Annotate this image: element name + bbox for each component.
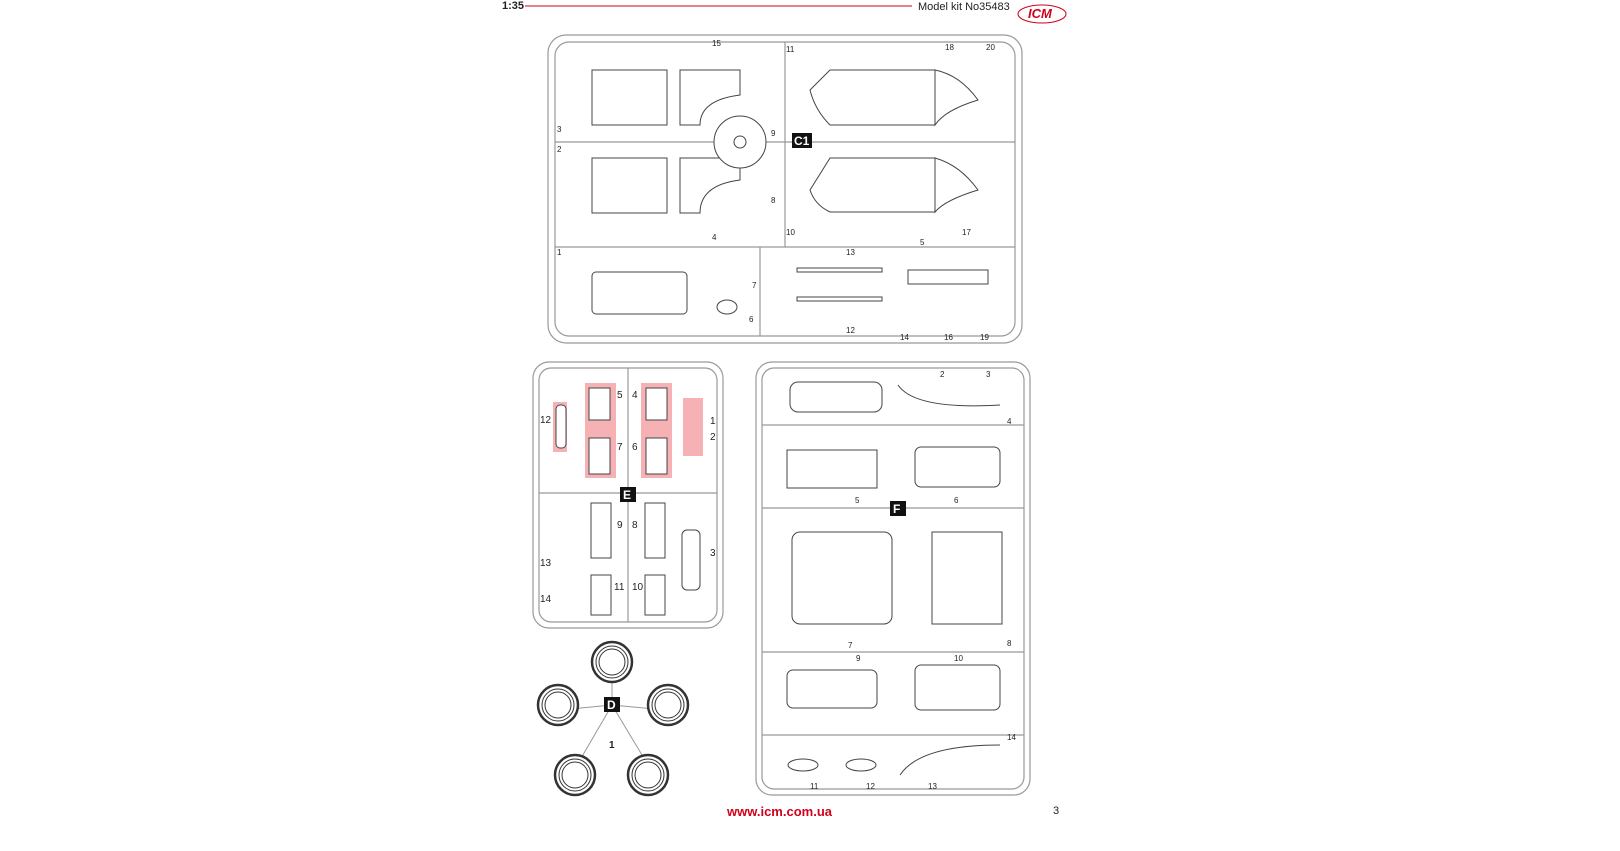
part-number: 9 [617, 520, 623, 531]
part-number: 5 [920, 238, 925, 247]
part-number: 3 [710, 548, 716, 559]
sprue-d-label: D [607, 698, 616, 712]
part-number: 5 [617, 390, 623, 401]
part-number: 13 [928, 782, 937, 791]
wheel-part [646, 683, 690, 727]
part-number: 19 [980, 333, 989, 342]
part-number: 17 [962, 228, 971, 237]
part-number: 8 [632, 520, 638, 531]
part-number: 2 [710, 432, 716, 443]
model-number: Model kit No35483 [918, 1, 1010, 13]
part-number: 16 [944, 333, 953, 342]
part-number: 9 [771, 129, 776, 138]
part-number: 7 [617, 442, 623, 453]
wheel-part [544, 691, 572, 719]
part-number: 3 [557, 125, 562, 134]
part-number: 4 [1007, 417, 1012, 426]
part-number: 2 [940, 370, 945, 379]
part-number: 20 [986, 43, 995, 52]
wheel-part [541, 688, 575, 722]
part-number: 2 [557, 145, 562, 154]
wheel-part [536, 683, 580, 727]
part-number: 12 [540, 415, 552, 426]
wheel-part [626, 753, 670, 797]
wheel-part [654, 691, 682, 719]
sprue-f: F 2 3 4 5 6 7 8 9 10 11 12 13 14 [755, 361, 1031, 796]
part-number: 5 [855, 496, 860, 505]
part-number: 4 [712, 233, 717, 242]
wheel-part [598, 648, 626, 676]
part-number: 7 [848, 641, 853, 650]
part-number: 14 [1007, 733, 1016, 742]
part-number: 1 [710, 416, 716, 427]
part-number: 8 [1007, 639, 1012, 648]
page-number: 3 [1053, 805, 1059, 817]
part-number: 18 [945, 43, 954, 52]
wheel-part [651, 688, 685, 722]
sprue-e-label: E [623, 488, 631, 502]
part-number: 7 [752, 281, 757, 290]
part-number: 1 [557, 248, 562, 257]
part-number: 14 [900, 333, 909, 342]
sprue-f-label: F [893, 502, 900, 516]
wheel-part [561, 761, 589, 789]
part-number: 3 [986, 370, 991, 379]
wheel-part [634, 761, 662, 789]
part-number: 12 [866, 782, 875, 791]
part-number: 14 [540, 594, 552, 605]
part-number: 11 [614, 582, 625, 593]
part-number: 11 [786, 45, 795, 54]
sprue-c1-label: C1 [794, 134, 810, 148]
wheel-part [590, 640, 634, 684]
part-number: 6 [749, 315, 754, 324]
part-number: 13 [846, 248, 855, 257]
part-number: 10 [632, 582, 644, 593]
part-number: 15 [712, 39, 721, 48]
part-number: 10 [954, 654, 963, 663]
wheel-part [631, 758, 665, 792]
sprue-d: D 1 [536, 640, 690, 797]
wheel-part [595, 645, 629, 679]
scale-label: 1:35 [502, 0, 524, 12]
sprue-d-part-1: 1 [609, 740, 615, 751]
part-number: 6 [632, 442, 638, 453]
icm-logo: ICM [1017, 4, 1067, 24]
svg-text:ICM: ICM [1028, 6, 1053, 21]
part-number: 11 [810, 782, 819, 791]
footer-url[interactable]: www.icm.com.ua [726, 804, 833, 819]
part-number: 10 [786, 228, 795, 237]
part-number: 9 [856, 654, 861, 663]
wheel-part [558, 758, 592, 792]
part-number: 8 [771, 196, 776, 205]
wheel-part [553, 753, 597, 797]
part-number: 13 [540, 558, 552, 569]
part-number: 4 [632, 390, 638, 401]
part-number: 12 [846, 326, 855, 335]
part-number: 6 [954, 496, 959, 505]
